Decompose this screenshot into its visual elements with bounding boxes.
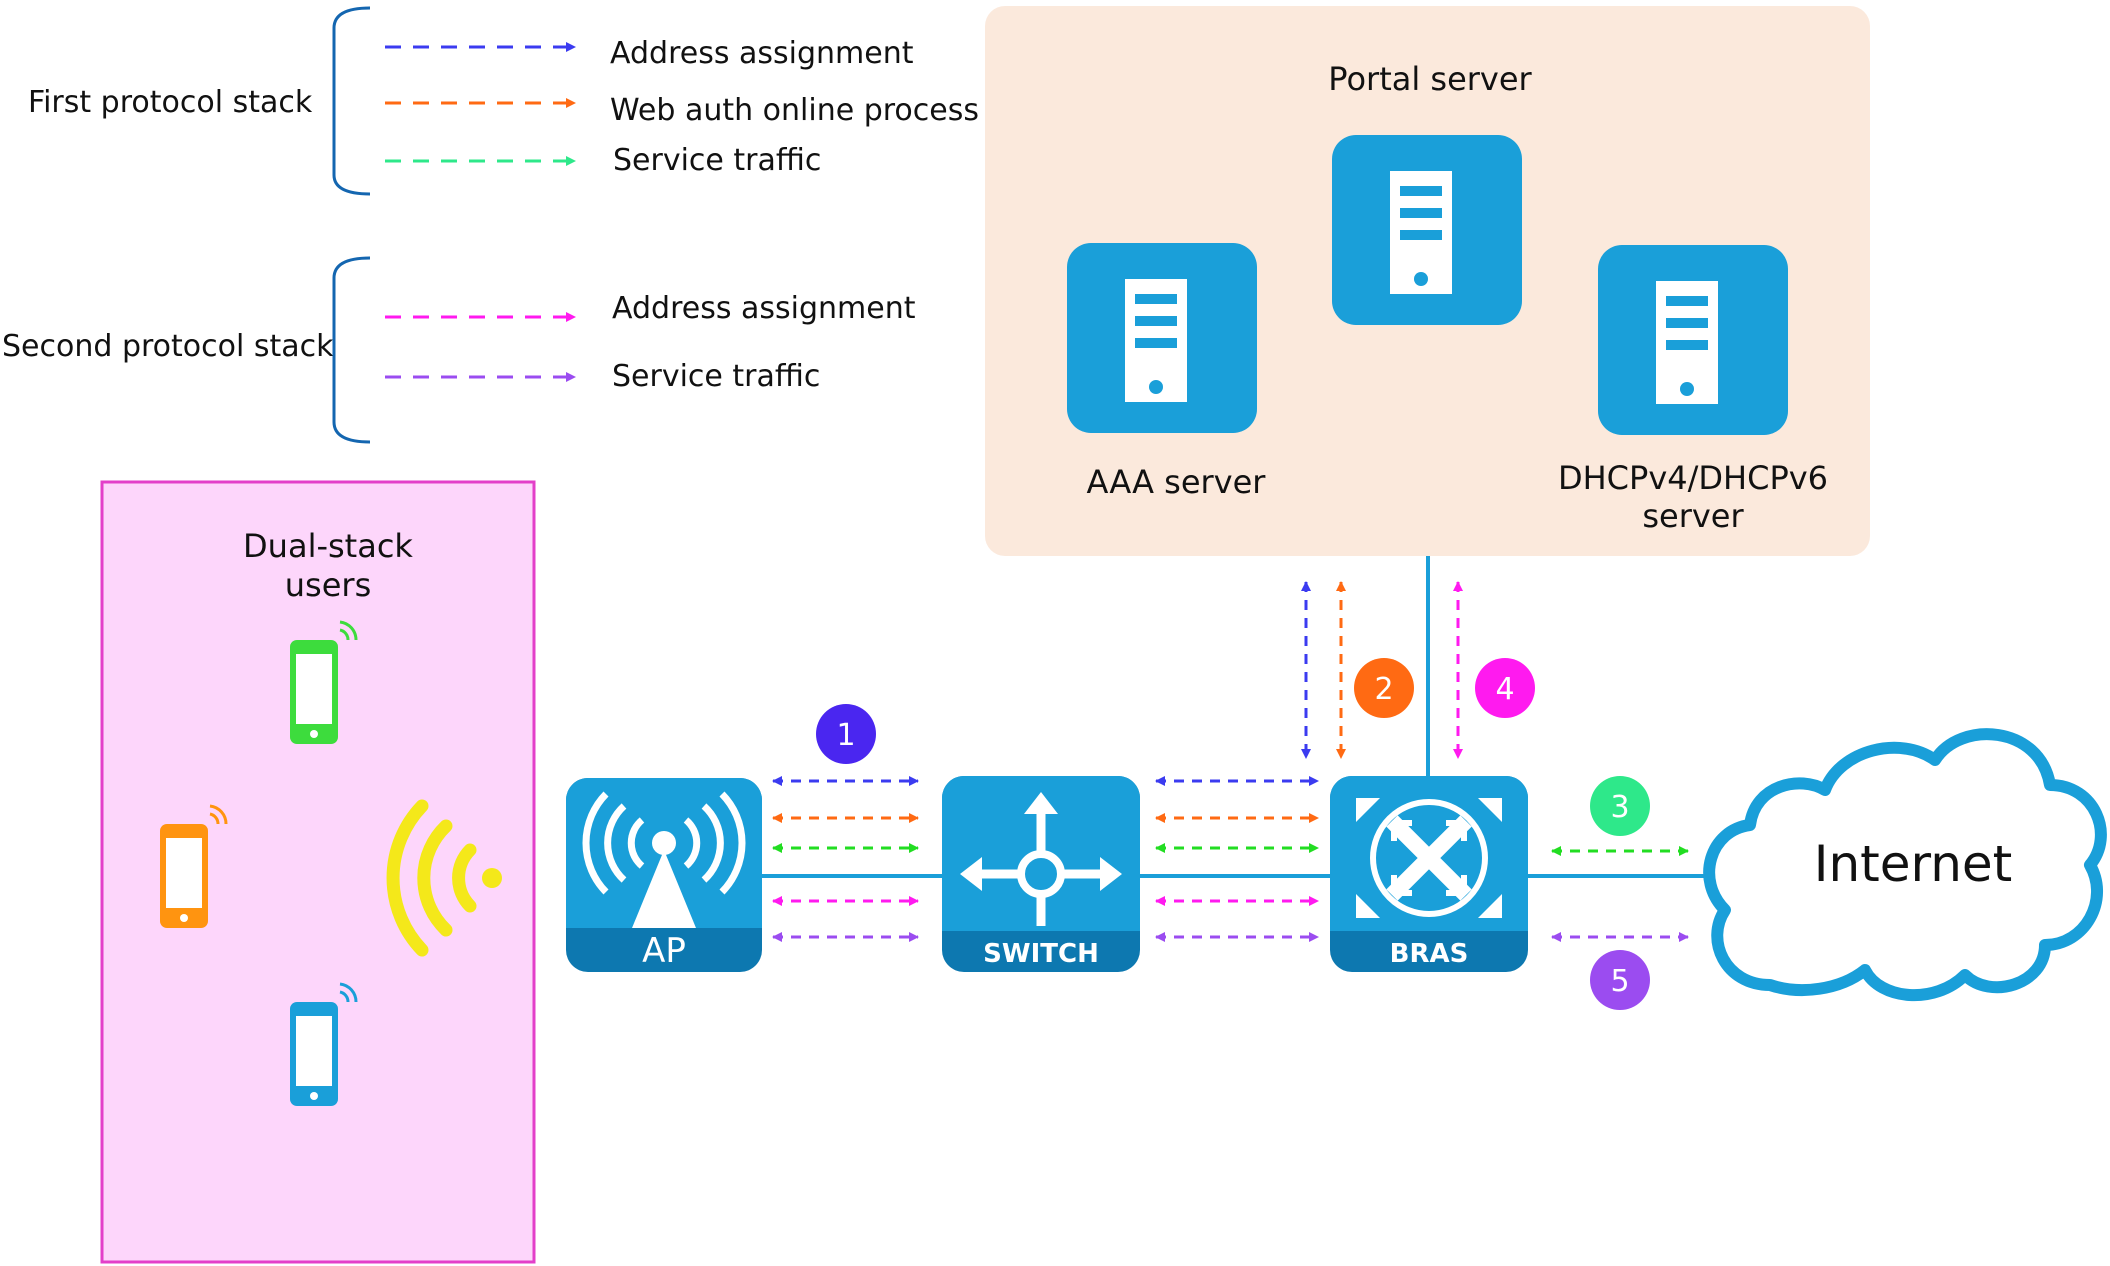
ap-label: AP [642, 931, 686, 971]
wifi-signal-icon [386, 799, 502, 957]
step-badge-4: 4 [1475, 658, 1535, 718]
step-number-2: 2 [1374, 672, 1393, 707]
legend-label-address-assignment-2: Address assignment [612, 291, 916, 326]
step-number-5: 5 [1610, 964, 1629, 999]
bras-label: BRAS [1390, 939, 1469, 969]
dhcp-server-label-line1: DHCPv4/DHCPv6 [1558, 459, 1828, 497]
phone-icon [290, 620, 358, 744]
switch-arrows-icon [960, 792, 1122, 926]
portal-panel: Portal server AAA server [985, 6, 1870, 556]
switch-device: SWITCH [942, 776, 1140, 972]
legend-label-web-auth: Web auth online process [610, 93, 979, 128]
first-stack-brace [332, 6, 371, 196]
bras-icon [1356, 798, 1502, 918]
legend-label-service-traffic-2: Service traffic [612, 359, 820, 394]
links [760, 556, 1720, 878]
step-badge-3: 3 [1590, 776, 1650, 836]
step-number-3: 3 [1610, 790, 1629, 825]
ap-device: AP [566, 778, 762, 972]
flow-arrows [772, 581, 1689, 942]
legend-label-service-traffic: Service traffic [613, 143, 821, 178]
users-panel-title-line2: users [285, 566, 371, 604]
aaa-server-label: AAA server [1087, 463, 1267, 501]
second-stack-brace [332, 256, 371, 444]
step-badge-2: 2 [1354, 658, 1414, 718]
step-number-1: 1 [836, 718, 855, 753]
portal-server-label: Portal server [1328, 60, 1532, 98]
dhcp-server-label-line2: server [1642, 497, 1744, 535]
phone-icon [160, 804, 228, 928]
dhcp-server-icon [1598, 245, 1788, 435]
switch-label: SWITCH [983, 939, 1099, 969]
bras-device: BRAS [1330, 776, 1528, 972]
cloud-icon: Internet [1703, 728, 2107, 1001]
antenna-icon [582, 791, 746, 928]
step-badge-1: 1 [816, 704, 876, 764]
users-panel-title-line1: Dual-stack [243, 527, 413, 565]
internet-label: Internet [1814, 835, 2013, 893]
users-panel: Dual-stack users [100, 480, 536, 1264]
first-stack-title: First protocol stack [28, 85, 313, 120]
step-badge-5: 5 [1590, 950, 1650, 1010]
portal-server-icon [1332, 135, 1522, 325]
phone-icon [290, 982, 358, 1106]
legend: First protocol stack Address assignment … [2, 6, 979, 444]
legend-label-address-assignment: Address assignment [610, 36, 914, 71]
second-stack-title: Second protocol stack [2, 329, 334, 364]
step-number-4: 4 [1495, 672, 1514, 707]
aaa-server-icon [1067, 243, 1257, 433]
step-badges: 1 2 3 4 5 [816, 658, 1650, 1010]
